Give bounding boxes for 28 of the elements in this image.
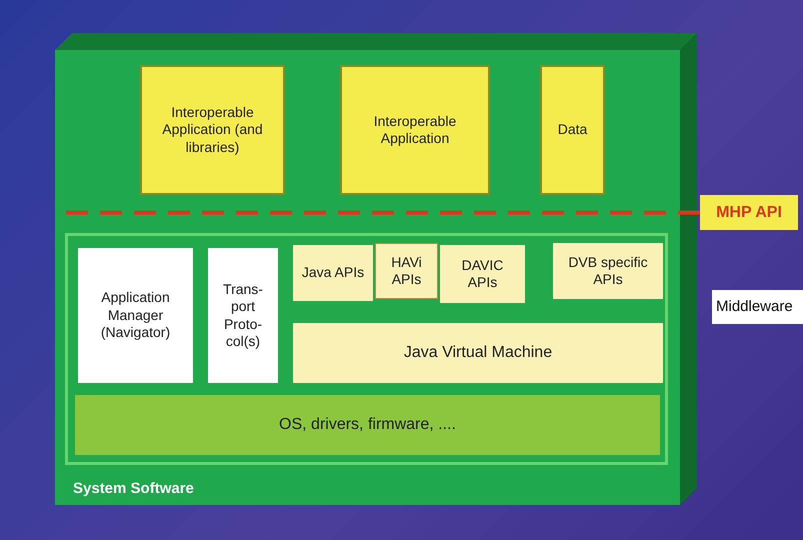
api-box <box>440 245 525 303</box>
box-text: MHP API <box>715 202 783 222</box>
box-text: DAVIC APIs <box>460 256 504 292</box>
box-text: DVB specific APIs <box>567 252 649 289</box>
middleware-box <box>65 233 668 465</box>
box-text: Interoperable Application (and libraries) <box>161 102 264 157</box>
box-text: Java Virtual Machine <box>402 343 554 363</box>
layer-box <box>75 395 660 455</box>
box-text: System Software <box>72 480 194 500</box>
box-text: HAVi APIs <box>390 252 423 289</box>
side-label: Middleware <box>712 290 803 324</box>
layer-box <box>208 248 278 383</box>
box-text: Interoperable Application <box>372 112 458 148</box>
box-text: OS, drivers, firmware, .... <box>278 415 457 435</box>
box-text: Trans- port Proto- col(s) <box>222 280 264 351</box>
api-box <box>293 245 373 301</box>
layer-box <box>78 248 193 383</box>
layer-box <box>540 65 605 195</box>
box-text: Application Manager (Navigator) <box>100 288 172 342</box>
box-text: Data <box>556 120 588 140</box>
api-box <box>375 243 438 299</box>
box-text: Java APIs <box>300 263 366 282</box>
layer-box <box>293 323 663 383</box>
system-box <box>55 33 697 505</box>
api-box <box>553 243 663 299</box>
label-box <box>700 195 798 230</box>
layer-box <box>140 65 285 195</box>
layer-box <box>340 65 490 195</box>
